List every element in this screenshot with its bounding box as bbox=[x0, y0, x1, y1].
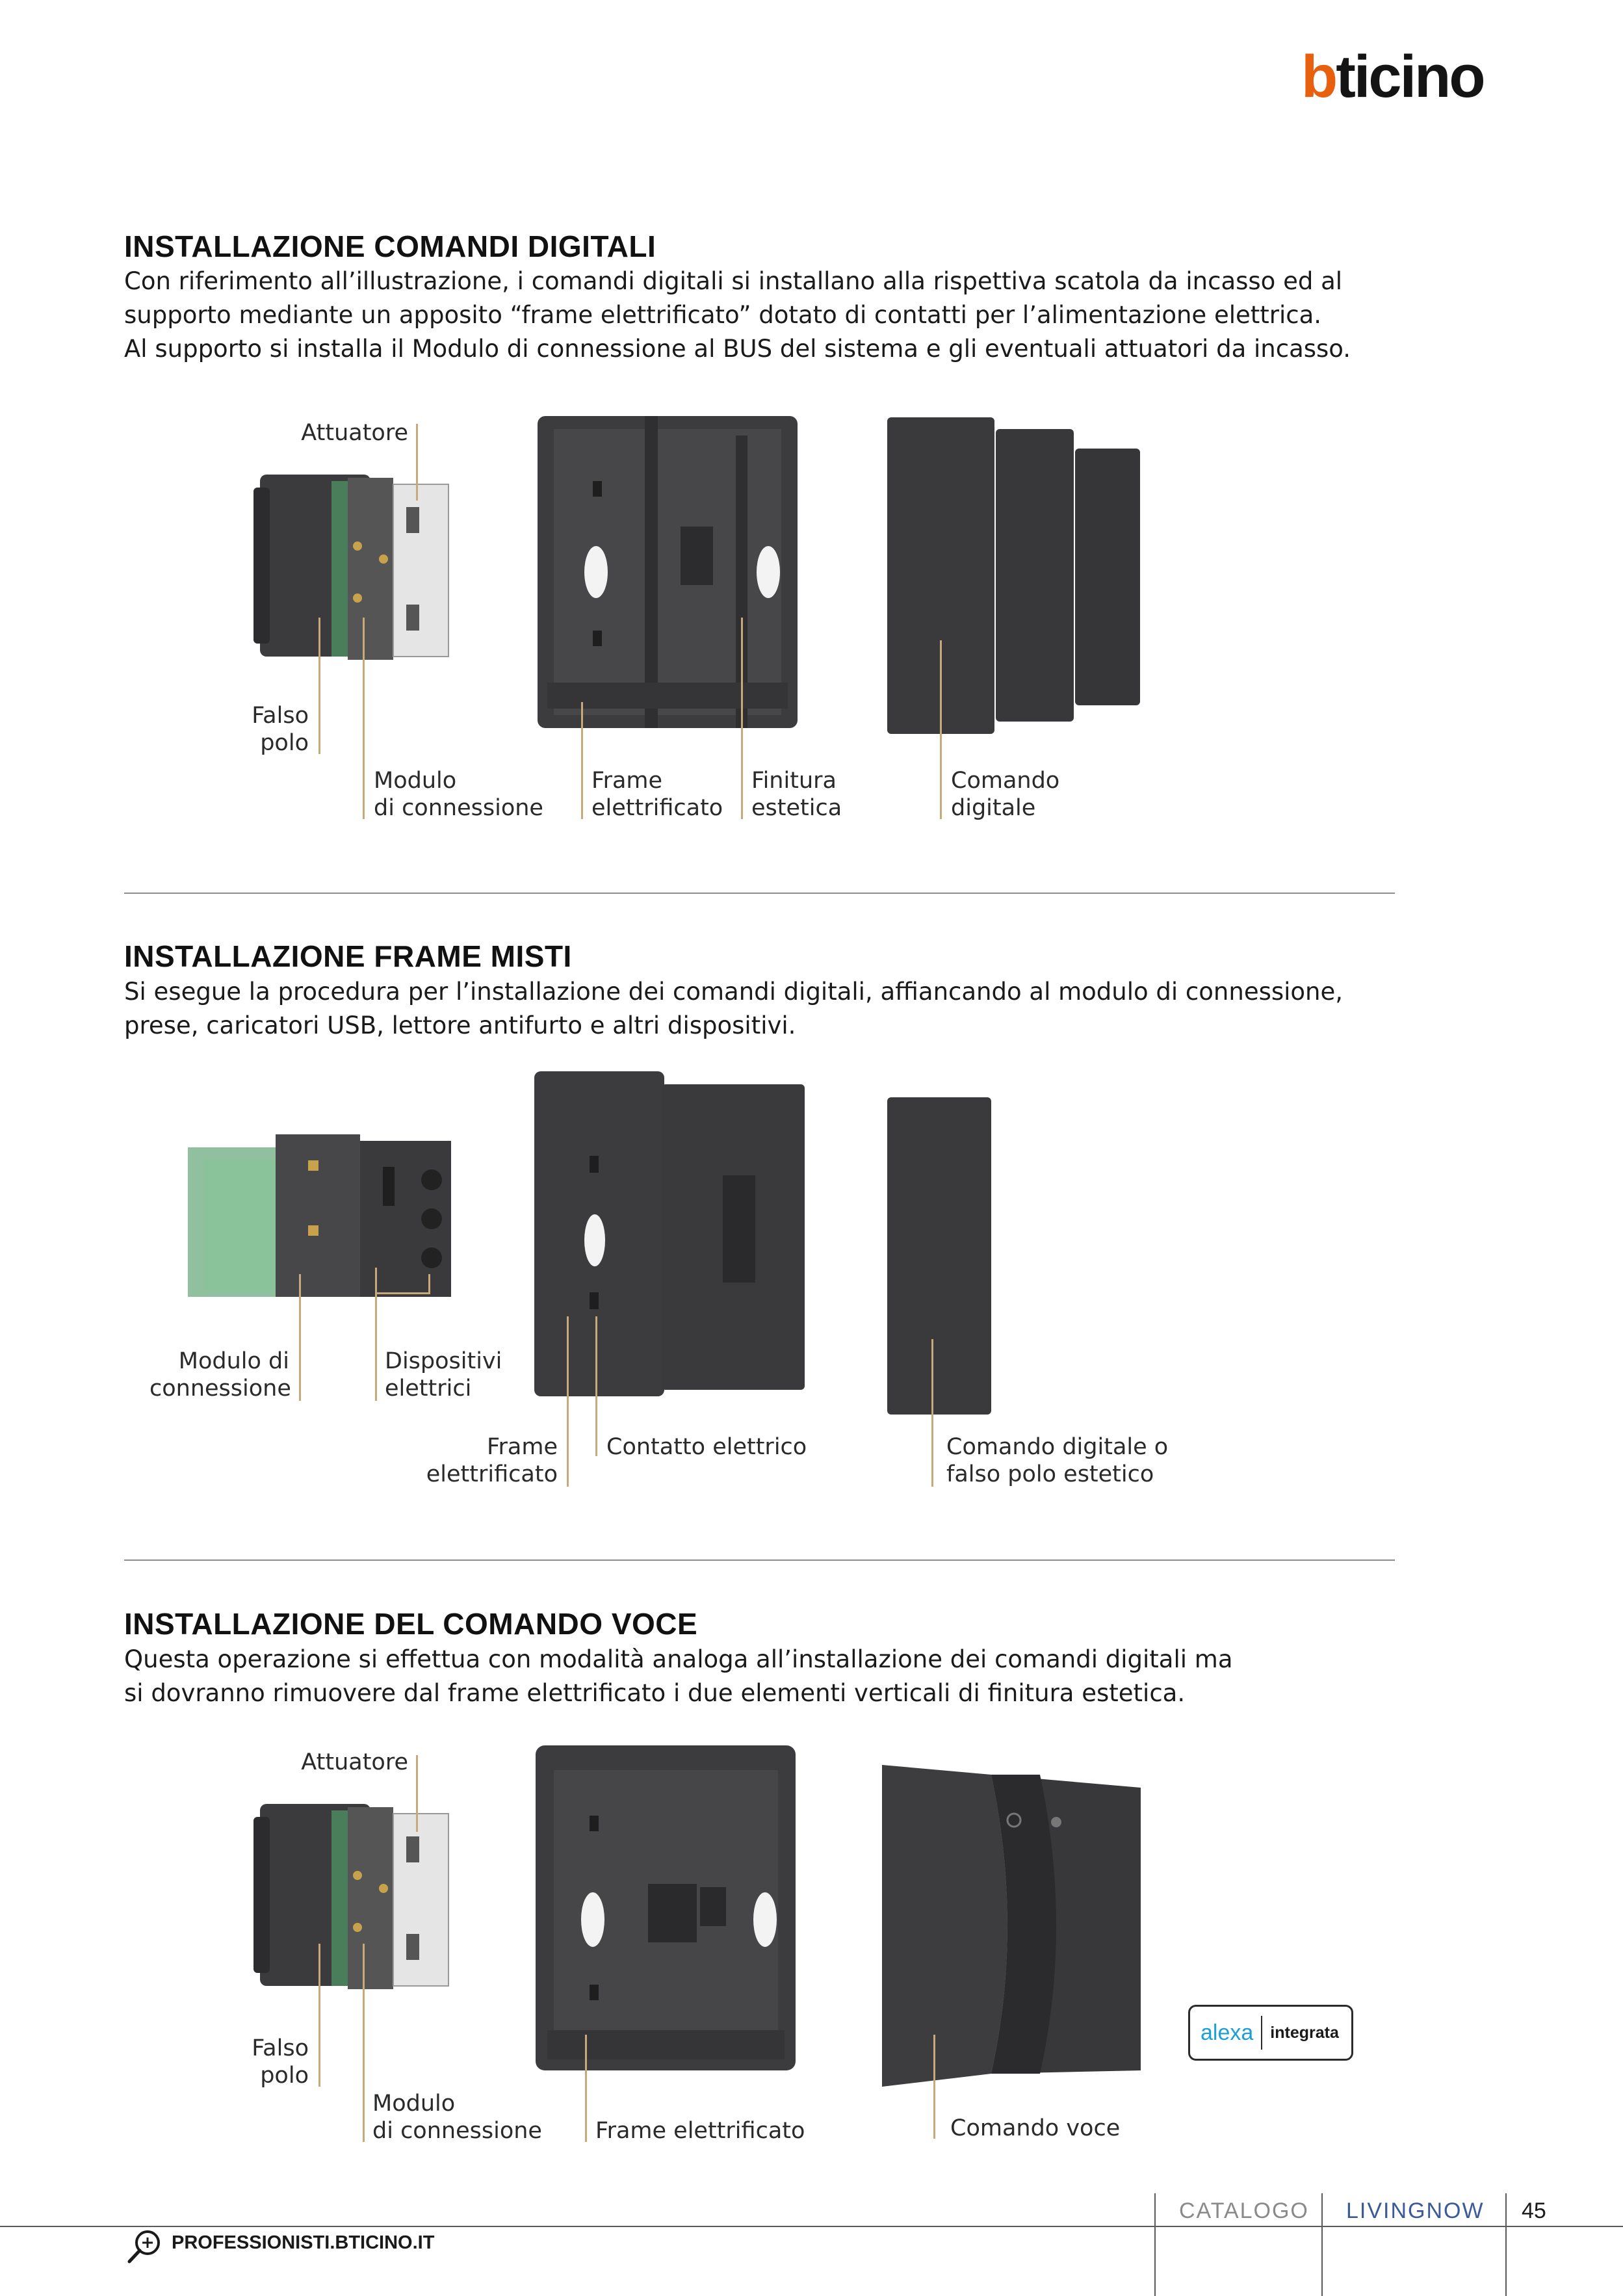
section-title-comandi-digitali: INSTALLAZIONE COMANDI DIGITALI bbox=[124, 229, 656, 263]
frame-elettrificato-illustration-3 bbox=[536, 1745, 796, 2070]
leader-dispositivi bbox=[375, 1268, 377, 1401]
leader-finitura bbox=[741, 618, 743, 819]
footer-divider-3 bbox=[1505, 2193, 1507, 2296]
leader-contatto bbox=[595, 1316, 597, 1456]
modulo-dispositivi-illustration bbox=[188, 1134, 451, 1297]
divider-2 bbox=[124, 1559, 1395, 1561]
leader-attuatore-3 bbox=[416, 1755, 418, 1832]
label-contatto: Contatto elettrico bbox=[606, 1434, 807, 1460]
leader-comando-falso bbox=[931, 1339, 933, 1487]
leader-attuatore bbox=[416, 424, 418, 501]
leader-falso-polo bbox=[318, 618, 320, 754]
section-body-frame-misti: Si esegue la procedura per l’installazio… bbox=[124, 978, 1344, 1039]
leader-falso-polo-3 bbox=[318, 1944, 320, 2087]
label-frame-3: Frame elettrificato bbox=[595, 2118, 805, 2144]
leader-frame-3 bbox=[585, 2035, 587, 2142]
section-title-comando-voce: INSTALLAZIONE DEL COMANDO VOCE bbox=[124, 1607, 698, 1641]
leader-modulo bbox=[363, 618, 365, 819]
modulo-connessione-illustration-3 bbox=[253, 1804, 449, 1989]
leader-modulo-connessione bbox=[299, 1274, 301, 1401]
footer-divider-2 bbox=[1321, 2193, 1323, 2296]
leader-comando bbox=[940, 640, 942, 819]
leader-dispositivi-bracket bbox=[375, 1292, 430, 1294]
label-comando-voce: Comando voce bbox=[950, 2115, 1121, 2141]
footer-url-link[interactable]: PROFESSIONISTI.BTICINO.IT bbox=[172, 2232, 435, 2253]
footer-line bbox=[0, 2226, 1623, 2227]
zoom-plus-icon[interactable] bbox=[125, 2226, 164, 2266]
alexa-logo-icon: alexa bbox=[1201, 2020, 1254, 2045]
label-modulo-3: Modulo di connessione bbox=[372, 2091, 542, 2144]
comando-digitale-panel-3 bbox=[1075, 449, 1140, 705]
bticino-logo: bticino bbox=[1301, 44, 1486, 110]
label-attuatore-3: Attuatore bbox=[301, 1749, 408, 1775]
footer-catalogo: CATALOGO bbox=[1179, 2198, 1309, 2223]
label-dispositivi: Dispositivi elettrici bbox=[385, 1348, 502, 1402]
label-comando: Comando digitale bbox=[951, 768, 1060, 821]
footer-divider-1 bbox=[1154, 2193, 1156, 2296]
label-modulo-connessione: Modulo di connessione bbox=[149, 1348, 291, 1402]
section-body-comando-voce: Questa operazione si effettua con modali… bbox=[124, 1645, 1233, 1707]
comando-digitale-falso-polo-panel bbox=[887, 1097, 991, 1415]
label-frame-elettrificato: Frame elettrificato bbox=[426, 1434, 558, 1487]
badge-separator bbox=[1261, 2016, 1263, 2050]
leader-modulo-3 bbox=[363, 1944, 365, 2142]
footer-livingnow: LIVINGNOW bbox=[1346, 2198, 1485, 2223]
comando-digitale-panel-2 bbox=[996, 429, 1074, 722]
divider-1 bbox=[124, 893, 1395, 894]
section-body-comandi-digitali: Con riferimento all’illustrazione, i com… bbox=[124, 267, 1351, 363]
comando-voce-illustration bbox=[882, 1765, 1141, 2087]
leader-frame-elettrificato bbox=[567, 1316, 569, 1487]
alexa-integrata-badge: alexa integrata bbox=[1188, 2005, 1353, 2061]
leader-frame bbox=[581, 702, 583, 819]
label-frame: Frame elettrificato bbox=[591, 768, 723, 821]
label-comando-falso: Comando digitale o falso polo estetico bbox=[946, 1434, 1169, 1487]
footer-page-number: 45 bbox=[1522, 2198, 1546, 2223]
leader-comando-voce bbox=[933, 2035, 935, 2139]
label-falso-polo-3: Falso polo bbox=[252, 2035, 309, 2089]
modulo-connessione-illustration bbox=[253, 475, 449, 660]
label-modulo: Modulo di connessione bbox=[374, 768, 543, 821]
section-title-frame-misti: INSTALLAZIONE FRAME MISTI bbox=[124, 939, 572, 973]
leader-dispositivi-tick bbox=[428, 1274, 430, 1294]
label-finitura: Finitura estetica bbox=[751, 768, 842, 821]
label-falso-polo: Falso polo bbox=[252, 703, 309, 756]
frame-placca-illustration bbox=[534, 1071, 805, 1396]
frame-elettrificato-illustration bbox=[538, 416, 798, 728]
label-attuatore: Attuatore bbox=[301, 420, 408, 446]
